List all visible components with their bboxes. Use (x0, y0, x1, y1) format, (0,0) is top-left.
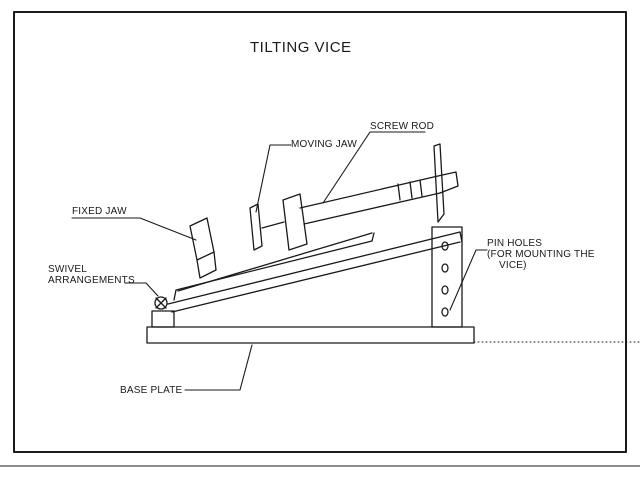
screw-rod-leader (322, 131, 426, 204)
tilting-bed (167, 231, 463, 313)
screw-rod (299, 143, 459, 225)
swivel-label-line1: SWIVEL (48, 264, 87, 275)
pin-holes-label-line2: (FOR MOUNTING THE (487, 249, 595, 260)
moving-jaw-leader (255, 144, 292, 213)
diagram-title: TILTING VICE (250, 39, 352, 56)
base-plate-label: BASE PLATE (120, 385, 183, 396)
moving-jaw-label: MOVING JAW (291, 139, 358, 150)
pin-holes-label: PIN HOLES (FOR MOUNTING THE VICE) (487, 238, 595, 271)
swivel-arrangements-label: SWIVEL ARRANGEMENTS (48, 264, 135, 286)
swivel-label-line2: ARRANGEMENTS (48, 275, 135, 286)
pin-holes-label-line3: VICE) (499, 260, 527, 271)
fixed-jaw (189, 217, 217, 279)
swivel-leader (124, 282, 159, 297)
fixed-jaw-leader (71, 217, 197, 241)
pin-holes-label-line1: PIN HOLES (487, 238, 543, 249)
screw-rod-label: SCREW ROD (370, 121, 435, 132)
base-plate-leader (184, 344, 253, 391)
base-plate (146, 326, 475, 344)
pin-holes-leader (449, 249, 488, 311)
swivel-arrangement (151, 296, 175, 328)
drawing-border (13, 11, 627, 453)
leader-lines (71, 131, 488, 391)
fixed-jaw-label: FIXED JAW (72, 206, 127, 217)
moving-jaw (249, 193, 308, 251)
